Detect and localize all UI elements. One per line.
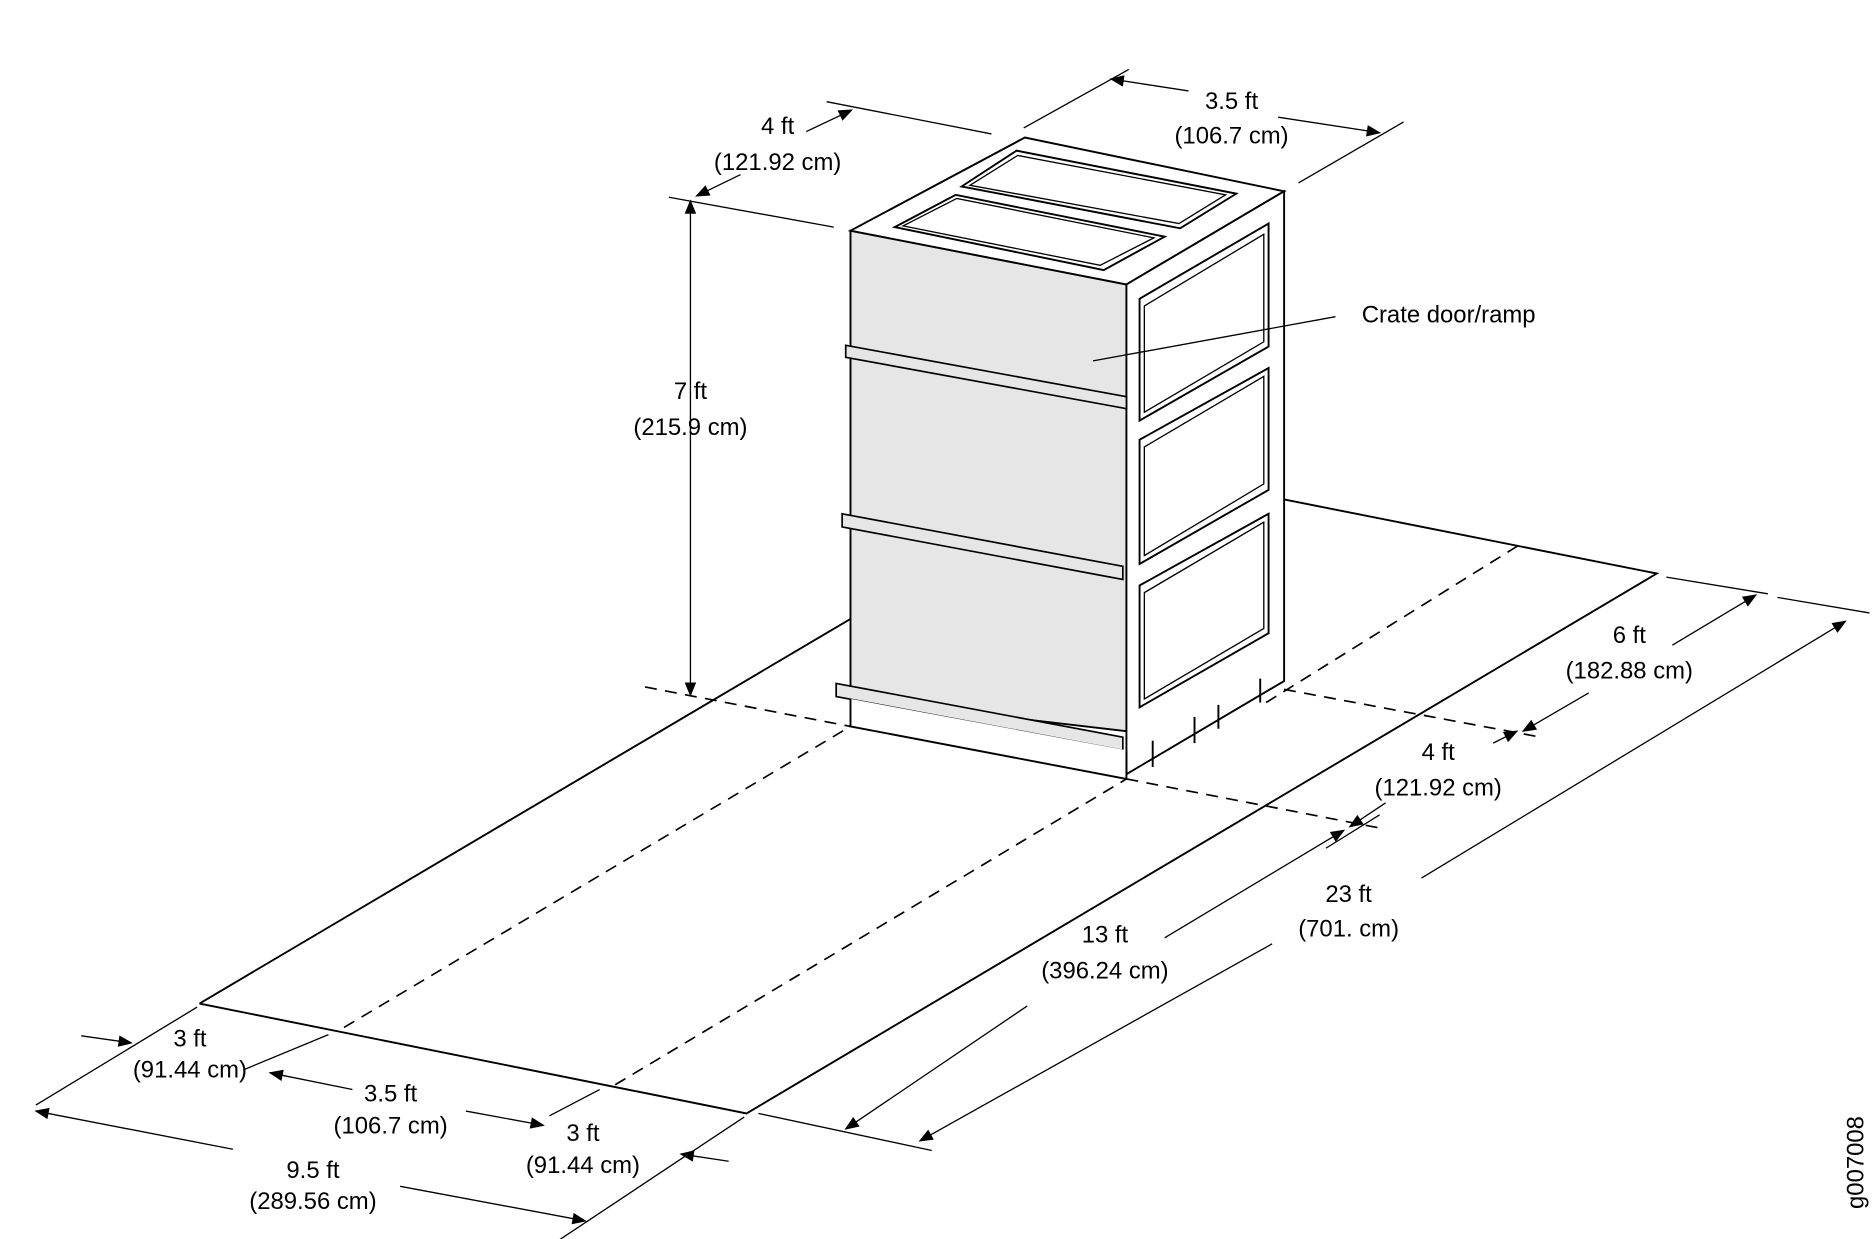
crate-depth-cm: (121.92 cm) — [714, 149, 841, 176]
total-width-cm: (289.56 cm) — [249, 1188, 376, 1215]
ramp-width-ft: 3.5 ft — [364, 1080, 417, 1107]
figure-id: g007008 — [1842, 1116, 1869, 1209]
dimension-lines — [34, 68, 1870, 1239]
left-clearance-ft: 3 ft — [173, 1026, 207, 1053]
crate-footprint-cm: (121.92 cm) — [1375, 775, 1502, 802]
floor-area — [198, 498, 1660, 1115]
crate-width-cm: (106.7 cm) — [1174, 122, 1288, 149]
crate-door-ramp-callout: Crate door/ramp — [1362, 302, 1536, 329]
ramp-length-ft: 13 ft — [1082, 922, 1129, 949]
ramp-width-cm: (106.7 cm) — [334, 1113, 448, 1140]
total-length-ft: 23 ft — [1325, 881, 1372, 908]
crate-depth-ft: 4 ft — [761, 113, 795, 140]
crate-height-cm: (215.9 cm) — [633, 414, 747, 441]
left-clearance-cm: (91.44 cm) — [133, 1057, 247, 1084]
right-clearance-ft: 3 ft — [566, 1120, 600, 1147]
right-clearance-cm: (91.44 cm) — [526, 1152, 640, 1179]
crate-width-ft: 3.5 ft — [1205, 88, 1258, 115]
ramp-length-cm: (396.24 cm) — [1041, 957, 1168, 984]
rear-clearance-cm: (182.88 cm) — [1566, 658, 1693, 685]
total-width-ft: 9.5 ft — [286, 1157, 339, 1184]
crate — [835, 136, 1336, 781]
crate-height-ft: 7 ft — [674, 378, 708, 405]
total-length-cm: (701. cm) — [1298, 916, 1399, 943]
crate-footprint-ft: 4 ft — [1422, 739, 1456, 766]
labels: 4 ft (121.92 cm) 3.5 ft (106.7 cm) 7 ft … — [133, 88, 1870, 1215]
rear-clearance-ft: 6 ft — [1613, 622, 1647, 649]
